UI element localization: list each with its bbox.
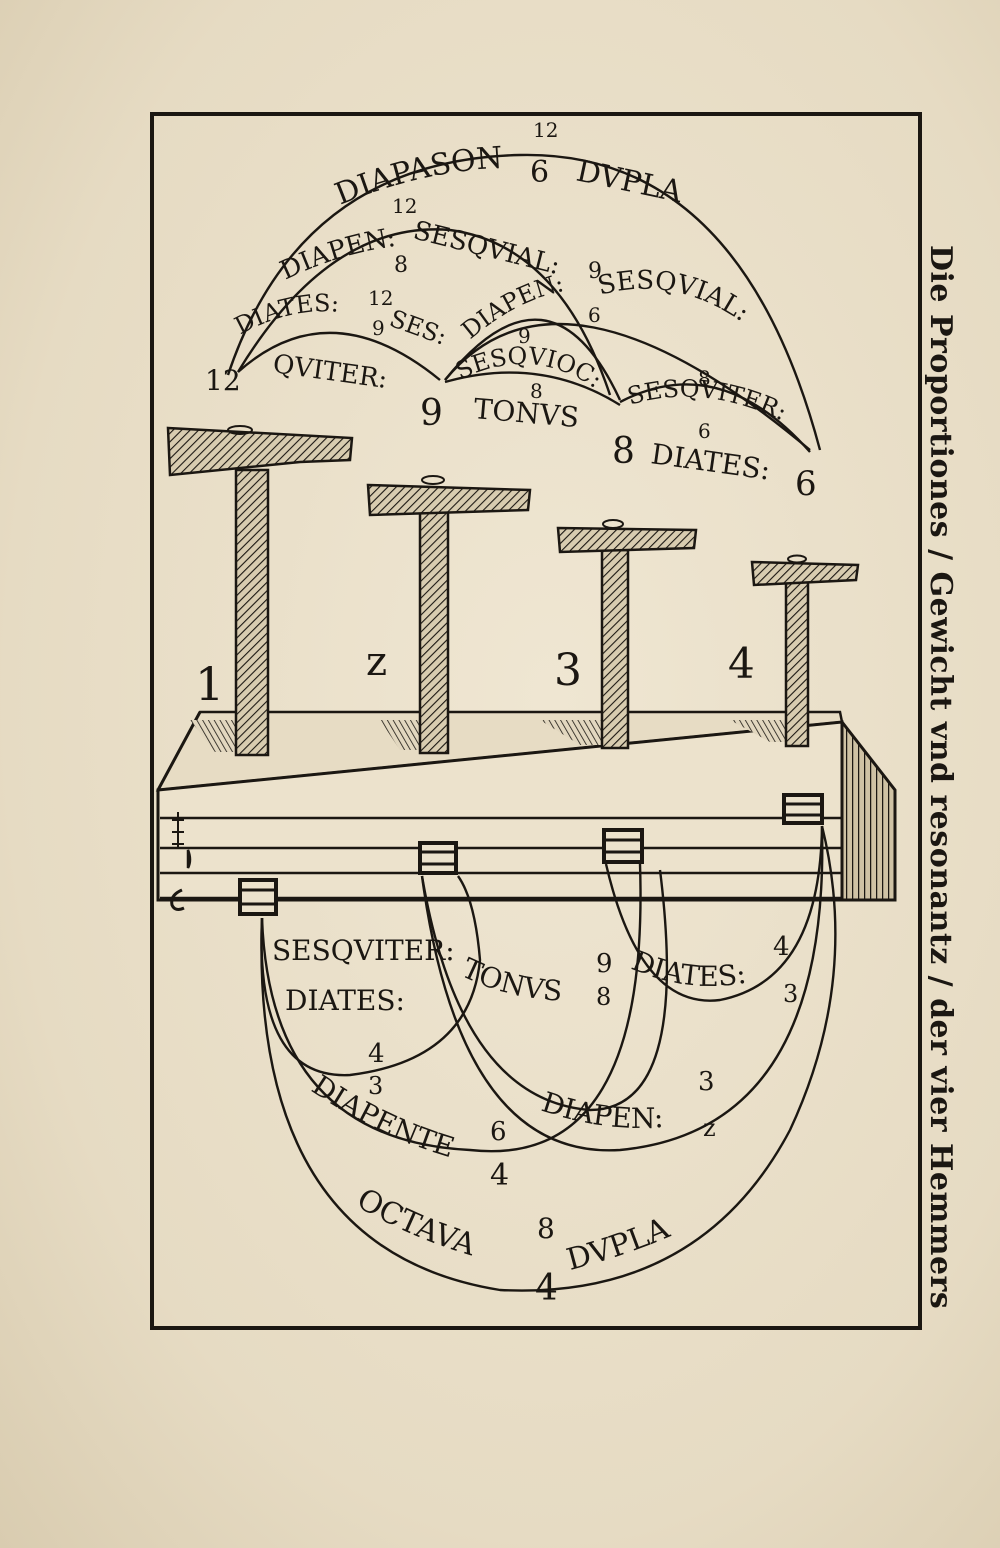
dupla-upper-label: DVPLA — [573, 154, 685, 211]
tonus-upper-label: TONVS — [472, 392, 580, 434]
dupla-lower-label: DVPLA — [563, 1211, 675, 1278]
diates-right-label: DIATES: — [627, 944, 748, 993]
side-running-title: Die Proportiones / Gewicht vnd resonantz… — [923, 245, 958, 1310]
hammer-number-4: 4 — [728, 639, 755, 688]
diates-lower-numerator: 4 — [368, 1039, 385, 1069]
weight-9: 9 — [420, 393, 443, 434]
tonus-lower-numerator: 9 — [596, 949, 613, 979]
sesquioc-numerator: 9 — [518, 324, 531, 348]
diapen-right-label: DIAPEN: — [456, 269, 566, 344]
diates-lower-denominator: 3 — [368, 1072, 383, 1100]
diates-left-denominator: 9 — [372, 316, 385, 340]
octava-denominator: 4 — [535, 1268, 558, 1309]
hammer-1 — [166, 425, 354, 757]
hammer-number-2: z — [366, 639, 387, 685]
diapason-denominator: 6 — [530, 155, 549, 190]
diates-right-numerator: 4 — [773, 932, 790, 962]
staff-notes — [238, 793, 824, 916]
hammer-3 — [556, 519, 698, 750]
ses-left-label: SES: — [386, 304, 451, 350]
diapente-numerator: 6 — [490, 1117, 507, 1147]
sesquiter-top-denominator: 6 — [698, 419, 711, 443]
octava-label: OCTAVA — [351, 1182, 480, 1264]
hammer-number-3: 3 — [554, 645, 582, 696]
diapen-right-numerator: 9 — [588, 259, 602, 284]
diates-bottom-label: DIATES: — [649, 437, 772, 486]
diates-right-denominator: 3 — [783, 980, 798, 1008]
hammer-4 — [750, 554, 860, 748]
lower-arc-lines — [260, 825, 837, 1292]
diates-left-numerator: 12 — [368, 286, 393, 310]
hammer-numbers: 1 z 3 4 — [195, 639, 755, 711]
weight-12: 12 — [205, 364, 241, 397]
sesquiter-top-numerator: 8 — [698, 366, 711, 390]
woodcut-frame — [150, 112, 922, 1330]
hammer-number-1: 1 — [195, 657, 224, 711]
upper-arc-lines — [226, 153, 822, 453]
diates-lower-label: DIATES: — [285, 984, 405, 1017]
diapen-lower-denominator: z — [703, 1114, 716, 1142]
bench — [155, 710, 897, 902]
weight-6: 6 — [795, 464, 817, 504]
hammer-2 — [366, 475, 532, 755]
qviter-label: QVITER: — [271, 349, 389, 395]
weight-8: 8 — [612, 431, 635, 472]
diapen-right-denominator: 6 — [588, 303, 601, 327]
lower-arc-labels: SESQVITER: DIATES: 4 3 TONVS 9 8 DIATES:… — [272, 932, 798, 1309]
diapen-lower-numerator: 3 — [698, 1067, 715, 1097]
diapen-left-denominator: 8 — [394, 253, 408, 278]
diapen-left-numerator: 12 — [392, 194, 417, 218]
tonus-lower-denominator: 8 — [596, 983, 611, 1011]
sesquioc-denominator: 8 — [530, 379, 543, 403]
diapente-denominator: 4 — [490, 1158, 509, 1193]
sesquiter-lower-label: SESQVITER: — [272, 934, 455, 967]
hammer-shadows — [190, 720, 790, 752]
octava-numerator: 8 — [537, 1212, 555, 1245]
sesquial-left-label: SESQVIAL: — [410, 216, 563, 281]
diapason-numerator: 12 — [533, 118, 558, 142]
tonus-lower-label: TONVS — [457, 951, 563, 1007]
sesquial-right-label: SESQVIAL: — [595, 266, 755, 328]
diapen-left-label: DIAPEN: — [276, 223, 398, 286]
